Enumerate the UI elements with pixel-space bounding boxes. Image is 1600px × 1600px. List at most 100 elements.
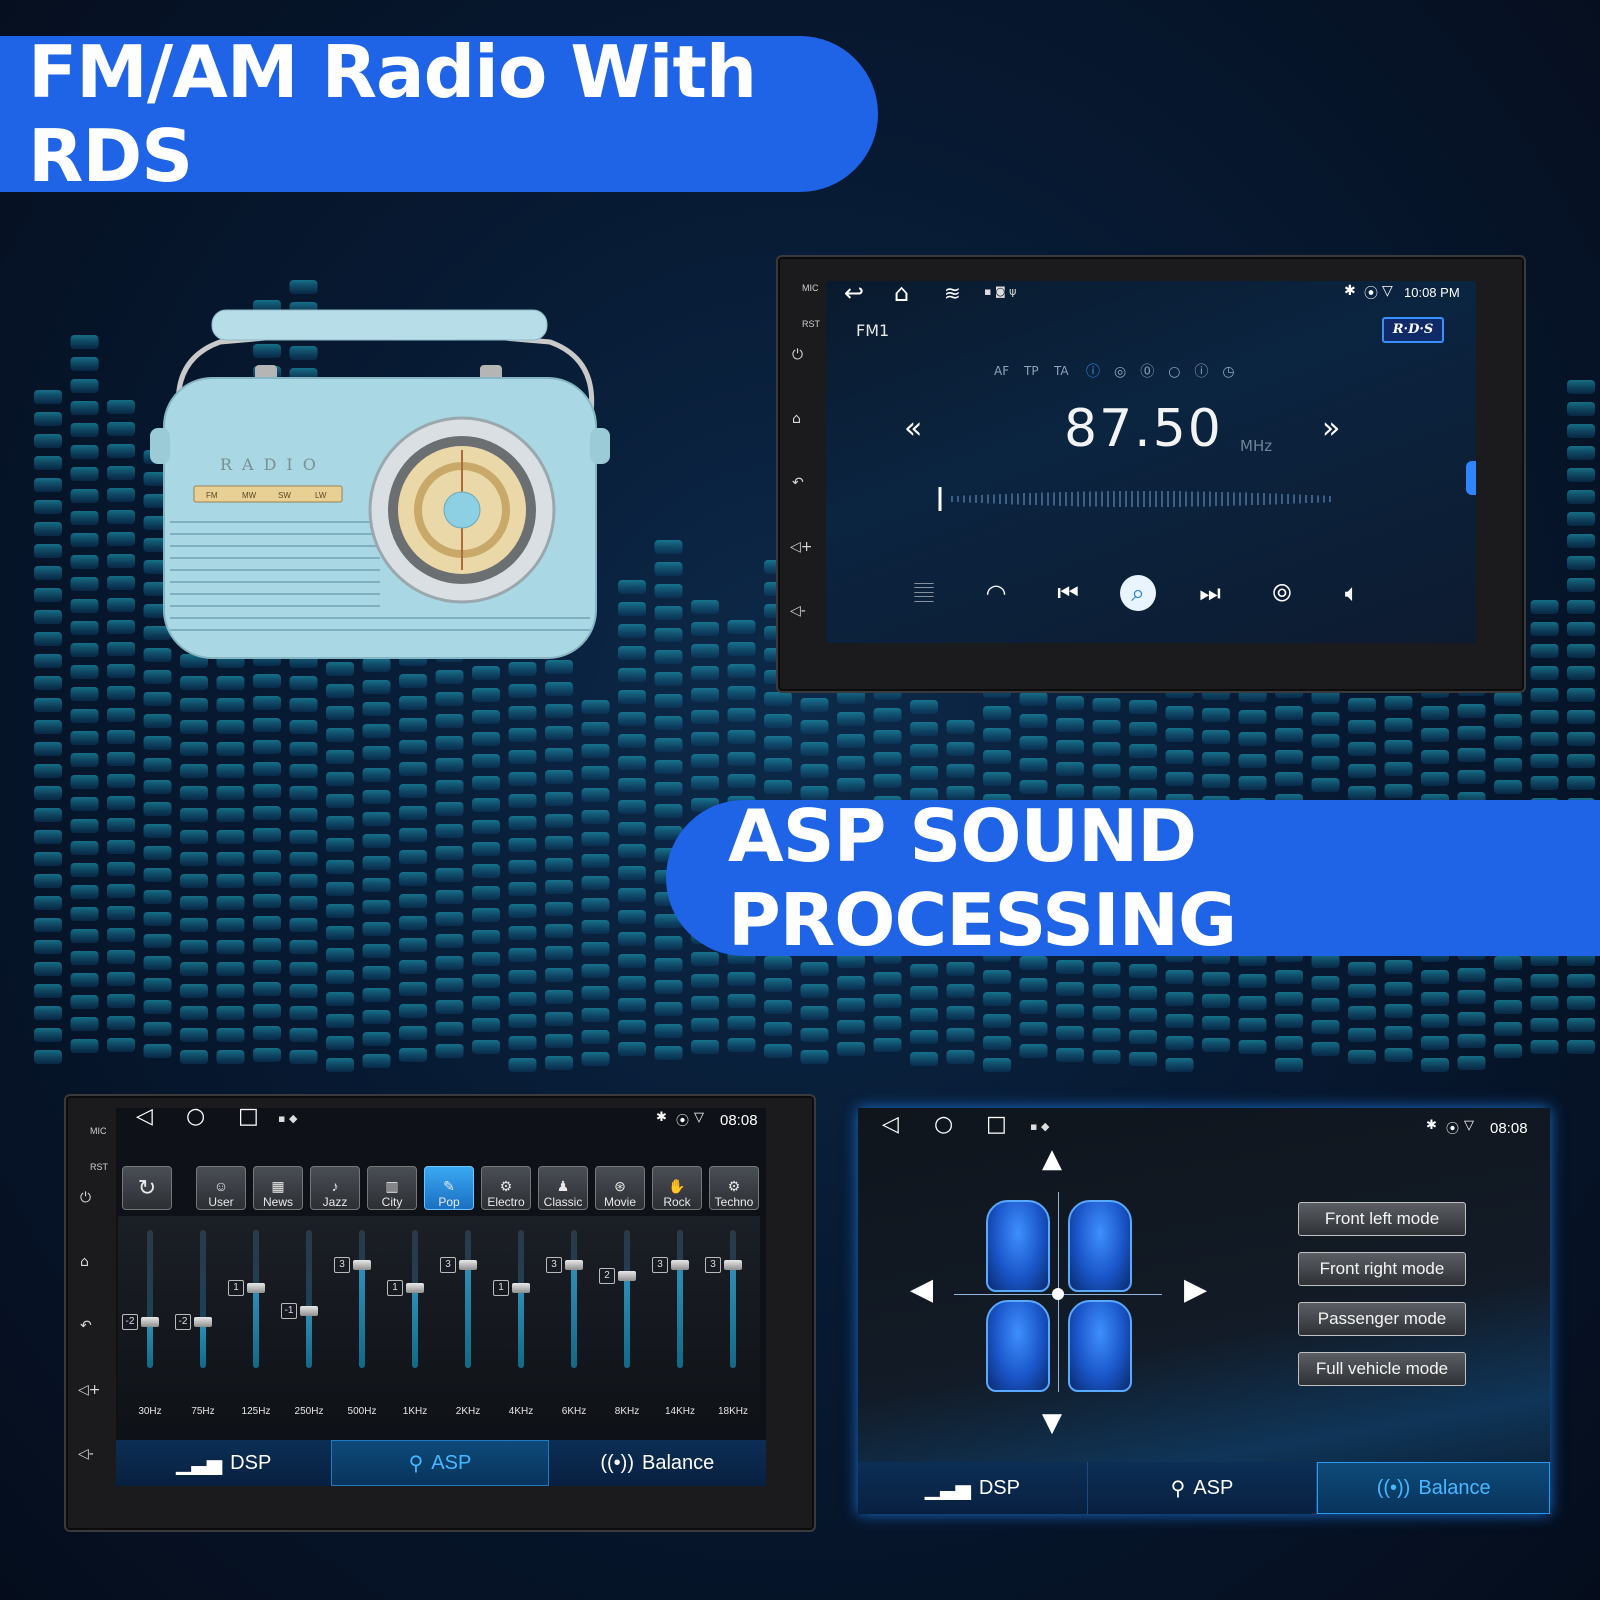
eq-slider-knob[interactable] [247, 1282, 265, 1293]
previous-icon[interactable]: ⏮ [1057, 579, 1079, 607]
volume-up-icon[interactable]: ◁+ [78, 1382, 101, 1398]
balance-point[interactable] [1052, 1288, 1064, 1300]
background-bar-segment [399, 784, 427, 798]
rds-extra-icons[interactable]: ⓘ◎⓪○ⓘ◷ [1086, 364, 1249, 380]
af-option[interactable]: AF [994, 364, 1010, 378]
next-icon[interactable]: ⏭ [1199, 579, 1221, 607]
back-triangle-icon[interactable]: ◁ [136, 1108, 153, 1129]
background-bar-segment [399, 1048, 427, 1062]
layers-icon[interactable]: ≋ [944, 281, 961, 305]
volume-down-icon[interactable]: ◁- [78, 1446, 94, 1462]
preset-movie[interactable]: ⊛Movie [595, 1166, 645, 1210]
preset-techno[interactable]: ⚙Techno [709, 1166, 759, 1210]
preset-electro[interactable]: ⚙Electro [481, 1166, 531, 1210]
eq-slider-track[interactable] [306, 1230, 312, 1368]
passenger-mode-button[interactable]: Passenger mode [1298, 1302, 1466, 1336]
asp-feature-banner: ASP SOUND PROCESSING [666, 794, 1600, 962]
home-icon[interactable]: ⌂ [792, 411, 801, 427]
back-icon[interactable]: ↶ [792, 475, 804, 491]
preset-jazz[interactable]: ♪Jazz [310, 1166, 360, 1210]
background-bar-segment [1421, 1058, 1449, 1072]
background-bar-segment [1421, 970, 1449, 984]
eq-slider-knob[interactable] [618, 1271, 636, 1281]
volume-down-icon[interactable]: ◁- [790, 603, 806, 619]
background-bar-segment [691, 996, 719, 1010]
eq-slider-knob[interactable] [459, 1259, 477, 1270]
side-drawer-handle[interactable] [1466, 461, 1476, 495]
background-bar-segment [691, 732, 719, 746]
eq-slider-knob[interactable] [671, 1259, 689, 1270]
eq-slider-track[interactable] [147, 1230, 153, 1368]
search-scan-icon[interactable]: ⌕ [1120, 575, 1156, 611]
equalizer-icon[interactable]: 𝄚 [914, 579, 934, 607]
preset-city[interactable]: ▥City [367, 1166, 417, 1210]
rss-signal-icon[interactable]: ◠ [985, 579, 1007, 607]
balance-down-arrow-icon[interactable]: ▼ [1042, 1408, 1062, 1438]
background-bar-segment [1530, 974, 1559, 988]
background-bar-segment [399, 696, 427, 710]
home-nav-icon[interactable]: ⌂ [894, 281, 910, 307]
tab-balance[interactable]: ((•))Balance [600, 1451, 715, 1474]
background-bar-segment [253, 806, 281, 820]
seat-layout[interactable] [954, 1192, 1162, 1396]
background-bar-segment [107, 774, 135, 788]
eq-slider-knob[interactable] [512, 1282, 530, 1293]
back-triangle-icon[interactable]: ◁ [882, 1112, 899, 1137]
broadcast-icon[interactable]: ⦾ [1272, 579, 1292, 607]
ta-option[interactable]: TA [1054, 364, 1069, 378]
tab-dsp[interactable]: ▁▃▅DSP [176, 1451, 272, 1475]
background-bar-segment [983, 772, 1011, 786]
tab-asp[interactable]: ⚲ASP [331, 1440, 549, 1486]
eq-slider-knob[interactable] [141, 1317, 159, 1327]
tuning-scale[interactable] [932, 481, 1332, 539]
eq-slider-knob[interactable] [565, 1259, 583, 1270]
preset-pop[interactable]: ✎Pop [424, 1166, 474, 1210]
volume-up-icon[interactable]: ◁+ [790, 539, 813, 555]
background-bar-segment [326, 948, 354, 962]
balance-up-arrow-icon[interactable]: ▲ [1042, 1144, 1062, 1174]
tab-dsp[interactable]: ▁▃▅DSP [924, 1476, 1020, 1500]
home-circle-icon[interactable]: ○ [186, 1108, 206, 1129]
preset-news[interactable]: ▦News [253, 1166, 303, 1210]
background-bar-segment [581, 1052, 610, 1066]
tab-balance[interactable]: ((•))Balance [1317, 1462, 1550, 1514]
svg-text:FM: FM [206, 491, 218, 500]
eq-slider-knob[interactable] [353, 1259, 371, 1270]
background-bar-segment [216, 896, 245, 910]
background-bar-segment [326, 772, 354, 786]
front-right-mode-button[interactable]: Front right mode [1298, 1252, 1466, 1286]
balance-right-arrow-icon[interactable]: ▶ [1184, 1272, 1208, 1307]
eq-slider-knob[interactable] [406, 1282, 424, 1293]
home-icon[interactable]: ⌂ [80, 1254, 89, 1270]
back-icon[interactable]: ↶ [80, 1318, 92, 1334]
background-bar-segment [399, 982, 427, 996]
front-left-mode-button[interactable]: Front left mode [1298, 1202, 1466, 1236]
preset-user[interactable]: ☺User [196, 1166, 246, 1210]
preset-classic[interactable]: ♟Classic [538, 1166, 588, 1210]
tab-asp[interactable]: ⚲ASP [1086, 1462, 1318, 1514]
power-icon[interactable]: ⏻ [80, 1190, 92, 1206]
back-nav-icon[interactable]: ↩ [844, 281, 865, 307]
eq-frequency-label: 250Hz [294, 1406, 324, 1417]
background-bar-segment [654, 804, 683, 818]
eq-slider-knob[interactable] [724, 1259, 742, 1270]
eq-slider-track[interactable] [200, 1230, 206, 1368]
power-icon[interactable]: ⏻ [792, 347, 804, 363]
speaker-icon[interactable]: 🔈︎ [1344, 579, 1360, 607]
eq-slider-knob[interactable] [194, 1317, 212, 1327]
background-bar-segment [399, 674, 427, 688]
preset-rock[interactable]: ✋Rock [652, 1166, 702, 1210]
tp-option[interactable]: TP [1024, 364, 1039, 378]
balance-left-arrow-icon[interactable]: ◀ [910, 1272, 934, 1307]
recent-apps-icon[interactable]: □ [986, 1112, 1007, 1137]
reset-button[interactable]: ↻ [122, 1166, 172, 1210]
band-label[interactable]: FM1 [856, 321, 890, 340]
full-vehicle-mode-button[interactable]: Full vehicle mode [1298, 1352, 1466, 1386]
seek-back-icon[interactable]: « [904, 411, 923, 446]
seek-forward-icon[interactable]: » [1322, 411, 1341, 446]
home-circle-icon[interactable]: ○ [934, 1112, 954, 1137]
background-bar-segment [508, 706, 537, 720]
preset-icon: ⊛ [614, 1178, 626, 1194]
recent-apps-icon[interactable]: □ [238, 1108, 259, 1129]
eq-slider-knob[interactable] [300, 1305, 318, 1316]
